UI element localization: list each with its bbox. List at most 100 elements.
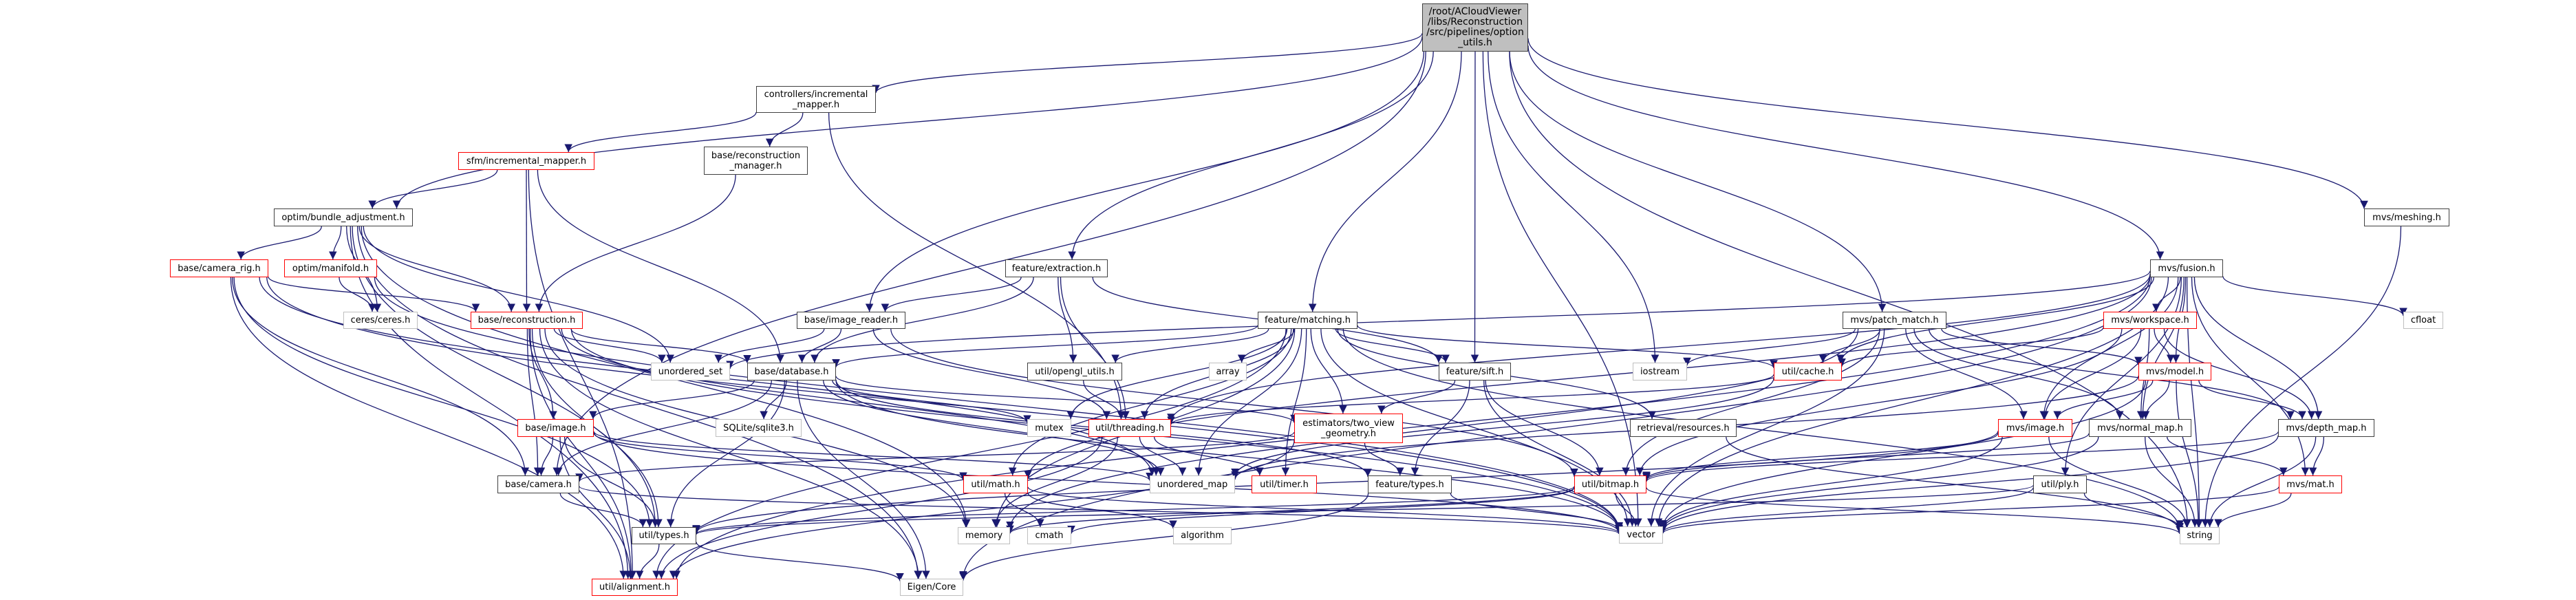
edge-workspace-to-mvs-image <box>2041 328 2142 420</box>
node-opengl-utils[interactable]: util/opengl_utils.h <box>1027 363 1122 381</box>
node-workspace[interactable]: mvs/workspace.h <box>2103 312 2197 329</box>
edge-mvs-image-to-types <box>692 431 1999 533</box>
edge-bundle-adj-to-eigen <box>357 226 922 579</box>
node-label: cfloat <box>2410 315 2436 325</box>
edge-database-to-sqlite <box>760 380 787 420</box>
node-vector: vector <box>1619 526 1663 544</box>
edge-mvs-mat-to-string <box>2214 493 2292 528</box>
edge-workspace-to-bitmap <box>1635 328 2123 476</box>
edge-database-to-base-image <box>589 380 755 420</box>
node-label: util/cache.h <box>1781 366 1834 377</box>
node-alignment[interactable]: util/alignment.h <box>592 579 678 596</box>
node-database[interactable]: base/database.h <box>747 363 836 381</box>
edge-image-reader-to-threading <box>872 328 1111 420</box>
node-label: SQLite/sqlite3.h <box>723 422 794 433</box>
node-base-image[interactable]: base/image.h <box>517 419 594 437</box>
edge-root-to-feat-extraction <box>1068 51 1434 260</box>
node-label: util/alignment.h <box>599 582 670 592</box>
node-label: mvs/normal_map.h <box>2097 422 2183 433</box>
edge-bitmap-to-vector <box>1615 493 1640 527</box>
edge-base-image-to-camera <box>537 436 554 476</box>
edge-sfm-inc-mapper-to-alignment <box>528 169 637 579</box>
edge-base-image-to-types <box>564 436 660 528</box>
node-label: mvs/image.h <box>2006 422 2065 433</box>
node-mvs-mat[interactable]: mvs/mat.h <box>2279 475 2342 493</box>
edge-feat-extraction-to-database <box>811 277 1034 363</box>
edge-image-reader-to-database <box>797 328 842 363</box>
node-resources[interactable]: retrieval/resources.h <box>1630 419 1737 437</box>
edge-mvs-model-to-vector <box>1659 380 2147 528</box>
edge-normal-map-to-vector <box>1659 436 2099 531</box>
edge-bitmap-to-types <box>692 486 1575 535</box>
node-feat-types[interactable]: feature/types.h <box>1368 475 1452 493</box>
edge-threading-to-unordered-map <box>1139 436 1187 476</box>
node-two-view[interactable]: estimators/two_view _geometry.h <box>1294 414 1403 443</box>
edge-database-to-camera <box>554 380 772 476</box>
node-ceres: ceres/ceres.h <box>343 312 418 329</box>
node-reconstruction[interactable]: base/reconstruction.h <box>471 312 583 329</box>
node-label: base/reconstruction.h <box>477 315 576 325</box>
edge-cache-to-threading <box>1167 374 1774 425</box>
node-camera-rig[interactable]: base/camera_rig.h <box>170 259 268 277</box>
node-normal-map[interactable]: mvs/normal_map.h <box>2089 419 2191 437</box>
node-label: sfm/incremental_mapper.h <box>466 156 587 167</box>
node-mvs-model[interactable]: mvs/model.h <box>2138 363 2211 381</box>
node-sift[interactable]: feature/sift.h <box>1439 363 1511 381</box>
node-types[interactable]: util/types.h <box>632 527 696 544</box>
node-math[interactable]: util/math.h <box>963 475 1028 493</box>
node-cache[interactable]: util/cache.h <box>1774 363 1842 381</box>
node-feat-matching[interactable]: feature/matching.h <box>1258 312 1357 329</box>
edge-normal-map-to-string <box>2145 436 2199 528</box>
edge-normal-map-to-mvs-mat <box>2167 436 2288 476</box>
node-threading[interactable]: util/threading.h <box>1088 419 1171 437</box>
edge-mvs-fusion-to-alignment <box>672 275 2151 579</box>
node-unordered-map: unordered_map <box>1150 475 1235 493</box>
node-label: mutex <box>1035 422 1064 433</box>
node-label: util/ply.h <box>2041 479 2079 490</box>
node-camera[interactable]: base/camera.h <box>497 475 579 493</box>
node-iostream: iostream <box>1633 363 1687 381</box>
node-manifold[interactable]: optim/manifold.h <box>284 259 377 277</box>
node-mvs-fusion[interactable]: mvs/fusion.h <box>2150 259 2223 277</box>
node-ply[interactable]: util/ply.h <box>2033 475 2087 493</box>
node-ctrl-inc-mapper[interactable]: controllers/incremental _mapper.h <box>756 86 876 113</box>
node-depth-map[interactable]: mvs/depth_map.h <box>2278 419 2374 437</box>
edge-ctrl-inc-mapper-to-recon-manager <box>765 112 804 147</box>
node-root: /root/ACloudViewer /libs/Reconstruction … <box>1422 3 1528 52</box>
edge-manifold-to-ceres <box>339 277 376 312</box>
node-mvs-image[interactable]: mvs/image.h <box>1998 419 2072 437</box>
node-recon-manager[interactable]: base/reconstruction _manager.h <box>704 147 808 175</box>
node-image-reader[interactable]: base/image_reader.h <box>797 312 905 329</box>
node-label: controllers/incremental _mapper.h <box>764 89 868 110</box>
node-bitmap[interactable]: util/bitmap.h <box>1574 475 1646 493</box>
edge-feat-matching-to-sift <box>1335 328 1450 363</box>
edge-depth-map-to-bitmap <box>1642 431 2279 482</box>
node-label: util/opengl_utils.h <box>1035 366 1115 377</box>
edge-root-to-patch-match <box>1509 51 1887 312</box>
node-eigen: Eigen/Core <box>900 579 963 596</box>
edge-bitmap-to-string <box>1646 487 2184 535</box>
node-label: /root/ACloudViewer /libs/Reconstruction … <box>1426 6 1524 48</box>
node-feat-extraction[interactable]: feature/extraction.h <box>1005 259 1108 277</box>
node-label: retrieval/resources.h <box>1637 422 1730 433</box>
edge-feat-extraction-to-image-reader <box>881 277 1022 312</box>
node-label: base/camera.h <box>505 479 572 490</box>
node-timer[interactable]: util/timer.h <box>1252 475 1317 493</box>
node-label: ceres/ceres.h <box>350 315 411 325</box>
node-label: mvs/model.h <box>2145 366 2204 377</box>
node-label: cmath <box>1035 531 1064 541</box>
edge-sift-to-vector <box>1483 380 1637 527</box>
edge-reconstruction-to-base-image <box>528 328 557 420</box>
node-bundle-adj[interactable]: optim/bundle_adjustment.h <box>274 208 413 226</box>
node-label: mvs/depth_map.h <box>2286 422 2367 433</box>
node-mvs-meshing[interactable]: mvs/meshing.h <box>2364 208 2449 226</box>
node-label: util/math.h <box>971 479 1020 490</box>
node-sfm-inc-mapper[interactable]: sfm/incremental_mapper.h <box>458 152 594 170</box>
node-patch-match[interactable]: mvs/patch_match.h <box>1843 312 1946 329</box>
edge-patch-match-to-iostream <box>1683 328 1856 366</box>
edge-root-to-image-reader <box>865 51 1425 312</box>
edge-image-reader-to-bitmap <box>890 328 1578 477</box>
edge-opengl-utils-to-threading <box>1083 380 1126 420</box>
node-algorithm: algorithm <box>1173 527 1232 544</box>
node-memory: memory <box>958 527 1010 544</box>
